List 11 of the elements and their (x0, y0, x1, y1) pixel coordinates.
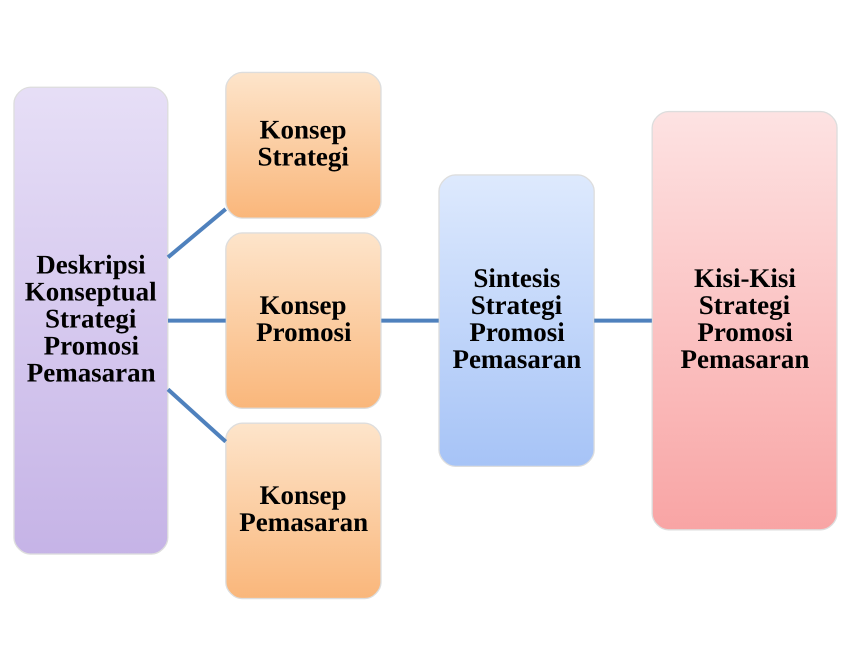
connector (166, 387, 228, 443)
connector (168, 318, 226, 322)
connector (381, 318, 439, 322)
connector (594, 318, 652, 322)
node-box: Kisi-Kisi Strategi Promosi Pemasaran (652, 110, 838, 530)
node-box: Konsep Promosi (225, 232, 382, 409)
node-box: Konsep Pemasaran (225, 422, 382, 599)
node-box: Konsep Strategi (225, 71, 382, 218)
node-box: Deskripsi Konseptual Strategi Promosi Pemasaran (13, 86, 168, 554)
node-box: Sintesis Strategi Promosi Pemasaran (438, 174, 595, 467)
connector (166, 207, 227, 258)
